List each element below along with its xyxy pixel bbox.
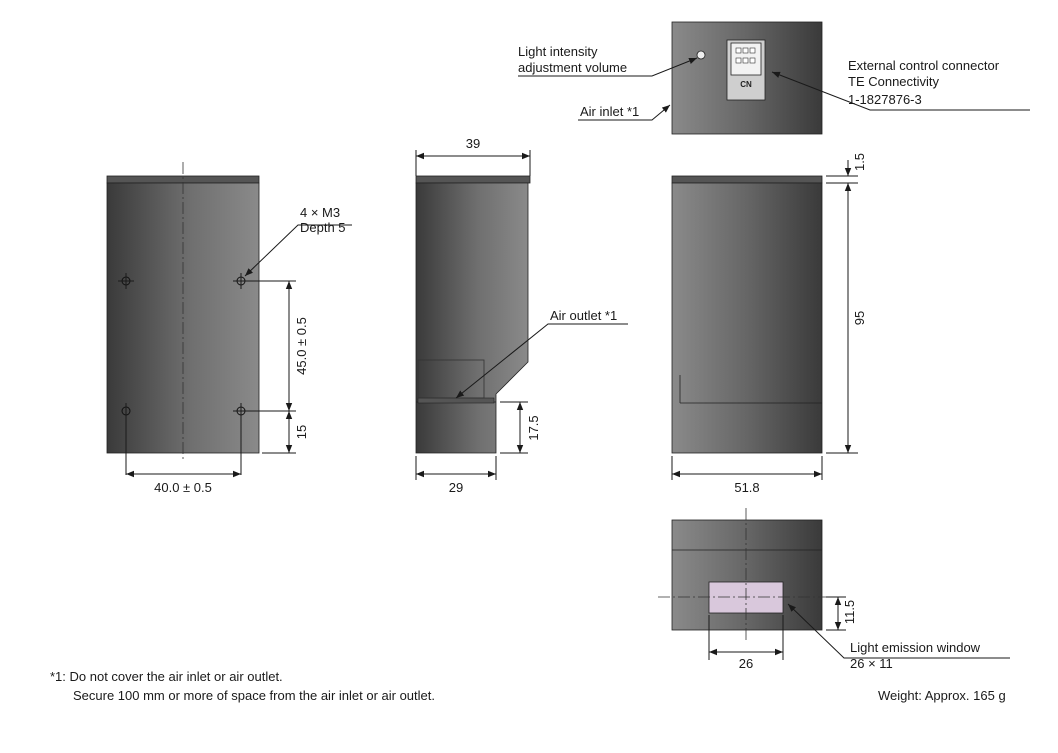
screw-label-line1: 4 × M3 [300, 205, 340, 220]
dim-hole-vertical: 45.0 ± 0.5 [294, 317, 309, 375]
connector-label-line1: External control connector [848, 58, 1000, 73]
dim-window-width: 26 [739, 656, 753, 671]
connector-marking: CN [740, 80, 752, 89]
front-view-body [671, 182, 823, 454]
volume-label-line2: adjustment volume [518, 60, 627, 75]
front-view: 1.5 95 51.8 [671, 153, 867, 495]
dim-bottom-width: 29 [449, 480, 463, 495]
dim-height: 95 [852, 311, 867, 325]
dim-outlet-height: 17.5 [526, 415, 541, 440]
dim-hole-bottom: 15 [294, 425, 309, 439]
connector-label-line3: 1-1827876-3 [848, 92, 922, 107]
front-view-top-plate [671, 175, 823, 184]
side-view-body [415, 182, 529, 454]
air-outlet-vent [417, 397, 495, 404]
note-air-space: Secure 100 mm or more of space from the … [73, 688, 435, 703]
air-outlet-label: Air outlet *1 [550, 308, 617, 323]
dim-hole-horizontal: 40.0 ± 0.5 [154, 480, 212, 495]
top-view: CN Light intensity adjustment volume Air… [518, 21, 1030, 135]
dim-top-step: 1.5 [852, 153, 867, 171]
side-view-top-plate [415, 175, 531, 184]
volume-label-line1: Light intensity [518, 44, 598, 59]
volume-knob [696, 50, 706, 60]
external-connector: CN [726, 39, 766, 101]
note-air-cover: *1: Do not cover the air inlet or air ou… [50, 669, 283, 684]
window-label-line1: Light emission window [850, 640, 981, 655]
side-view: 39 29 17.5 Air outlet *1 [415, 136, 628, 495]
window-label-line2: 26 × 11 [850, 656, 893, 671]
weight-label: Weight: Approx. 165 g [878, 688, 1006, 703]
dim-width: 51.8 [734, 480, 759, 495]
mounting-holes [118, 273, 249, 475]
connector-label-line2: TE Connectivity [848, 74, 940, 89]
bottom-view: 26 11.5 Light emission window 26 × 11 [658, 508, 1010, 671]
dim-top-width: 39 [466, 136, 480, 151]
bottom-view-body [671, 519, 823, 631]
screw-label-line2: Depth 5 [300, 220, 346, 235]
air-inlet-label: Air inlet *1 [580, 104, 639, 119]
rear-view: 4 × M3 Depth 5 45.0 ± 0.5 15 40.0 ± 0.5 [106, 162, 352, 495]
dim-window-height: 11.5 [842, 600, 857, 624]
